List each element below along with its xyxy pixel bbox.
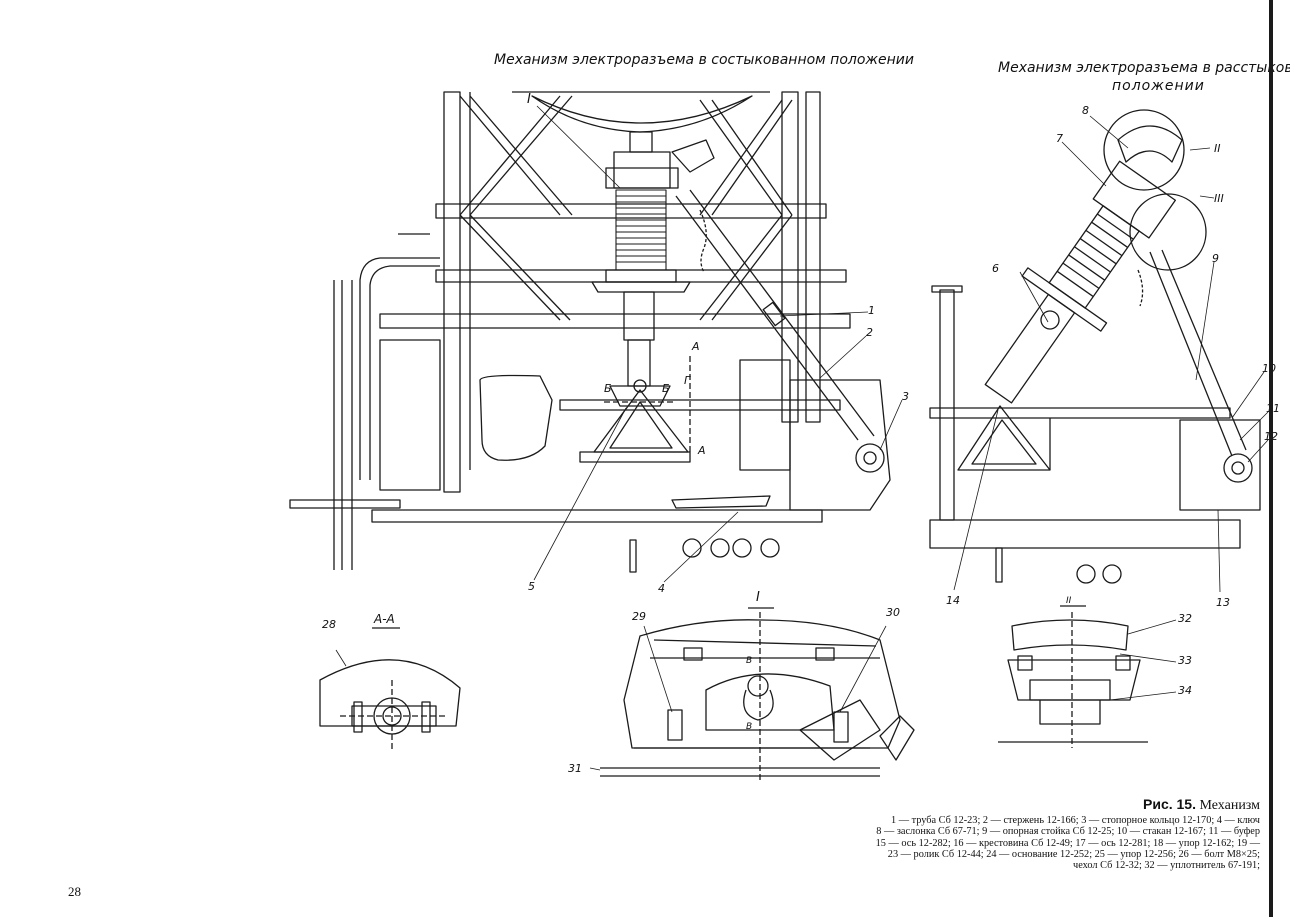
callout-31: 31	[568, 762, 582, 775]
section-marker-v1: В	[746, 656, 753, 666]
page-number: 28	[68, 884, 81, 899]
figure-number: Рис. 15.	[1143, 796, 1196, 812]
right-drawing-title-line2: положении	[1112, 78, 1205, 94]
callout-4: 4	[658, 582, 665, 595]
figure-legend: 1 — труба Сб 12-23; 2 — стержень 12-166;…	[760, 815, 1260, 871]
left-assembly-drawing	[289, 91, 903, 583]
view-iii-marker: III	[1214, 192, 1224, 205]
callout-1: 1	[868, 304, 875, 317]
legend-line: 8 — заслонка Сб 67-71; 9 — опорная стойк…	[876, 826, 1260, 838]
section-marker-a1: А	[692, 340, 700, 353]
callout-34: 34	[1178, 684, 1192, 697]
callout-33: 33	[1178, 654, 1192, 667]
view-ii-marker: II	[1214, 142, 1221, 155]
legend-line: чехол Сб 12-32; 32 — уплотнитель 67-191;	[1073, 860, 1260, 872]
legend-line: 23 — ролик Сб 12-44; 24 — основание 12-2…	[887, 848, 1260, 860]
legend-line: 1 — труба Сб 12-23; 2 — стержень 12-166;…	[890, 815, 1260, 826]
section-marker-g: Г	[684, 374, 691, 387]
callout-5: 5	[528, 580, 535, 593]
right-assembly-drawing	[929, 109, 1269, 593]
legend-line: 15 — ось 12-282; 16 — крестовина Сб 12-4…	[875, 837, 1260, 849]
callout-6: 6	[992, 262, 999, 275]
callout-32: 32	[1178, 612, 1192, 625]
section-aa-label: А-А	[374, 612, 395, 626]
callout-7: 7	[1056, 132, 1063, 145]
detail-i-drawing	[589, 607, 915, 780]
detail-i-label: I	[756, 590, 760, 605]
figure-title: Механизм	[1199, 798, 1261, 813]
section-marker-a2: А	[698, 444, 706, 457]
callout-13: 13	[1216, 596, 1230, 609]
callout-2: 2	[866, 326, 873, 339]
callout-30: 30	[886, 606, 900, 619]
callout-14: 14	[946, 594, 960, 607]
callout-8: 8	[1082, 104, 1089, 117]
detail-ii-drawing	[998, 605, 1177, 748]
page-edge-rule	[1269, 0, 1273, 917]
callout-3: 3	[902, 390, 909, 403]
section-marker-b2: Б	[662, 382, 670, 395]
callout-28: 28	[322, 618, 336, 631]
callout-29: 29	[632, 610, 646, 623]
figure-caption-title: Рис. 15. Механизм	[1143, 796, 1260, 814]
callout-9: 9	[1212, 252, 1219, 265]
right-drawing-title-line1: Механизм электроразъема в расстыкованном	[998, 60, 1290, 76]
detail-ii-label: II	[1066, 596, 1072, 606]
section-marker-b1: Б	[604, 382, 612, 395]
section-aa-drawing	[319, 627, 461, 750]
section-marker-v2: В	[746, 722, 753, 732]
view-i-marker: I	[527, 92, 531, 107]
left-drawing-title: Механизм электроразъема в состыкованном …	[494, 52, 914, 68]
